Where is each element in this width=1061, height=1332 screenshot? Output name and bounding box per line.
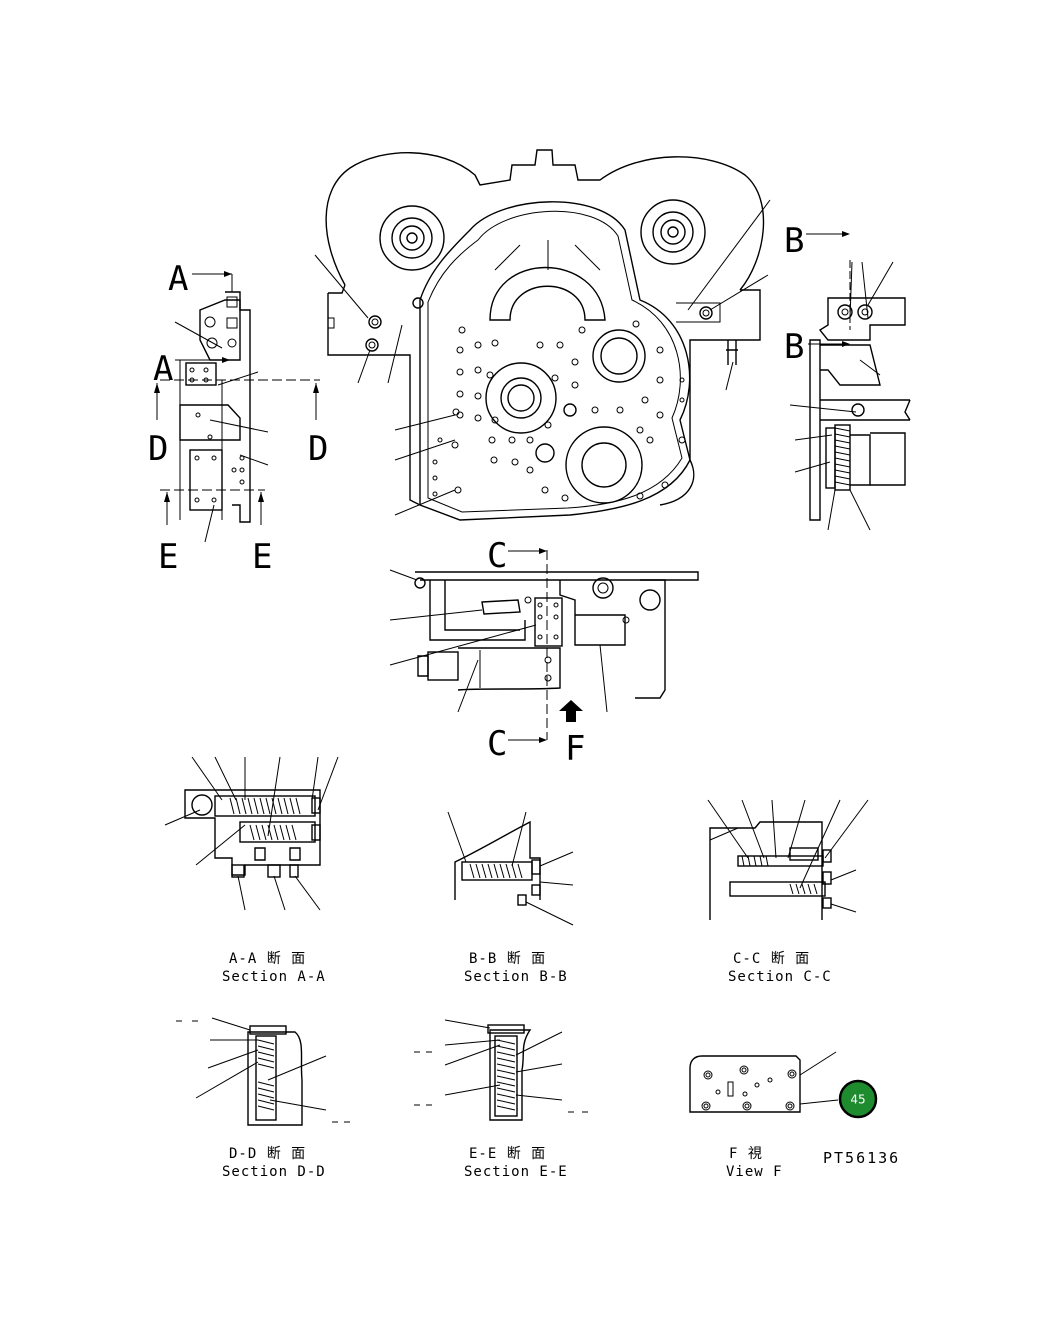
view-f-label: F — [565, 729, 585, 769]
left-side-view: A A D D E E — [148, 259, 328, 577]
part-number-code: PT56136 — [823, 1149, 900, 1167]
right-side-view: B B — [784, 221, 911, 531]
section-aa-drawing: A-A 断 面 Section A-A — [164, 756, 339, 985]
section-dd-caption-jp: D-D 断 面 — [229, 1146, 306, 1162]
view-f-caption-jp: F 視 — [729, 1146, 763, 1162]
section-b-label-top: B — [784, 221, 804, 261]
section-aa-caption-jp: A-A 断 面 — [229, 951, 306, 967]
section-bb-caption-en: Section B-B — [464, 969, 568, 985]
lower-plan-view: C C F — [389, 536, 699, 769]
section-ee-drawing: E-E 断 面 Section E-E — [414, 1019, 588, 1180]
section-cc-drawing: C-C 断 面 Section C-C — [707, 799, 869, 985]
view-f-drawing: F 視 View F — [689, 1051, 839, 1180]
section-a-label-top: A — [168, 259, 188, 299]
section-b-label-bottom: B — [784, 327, 804, 367]
section-aa-caption-en: Section A-A — [222, 969, 326, 985]
section-dd-caption-en: Section D-D — [222, 1164, 326, 1180]
section-cc-caption-en: Section C-C — [728, 969, 832, 985]
section-dd-drawing: D-D 断 面 Section D-D — [176, 1017, 350, 1180]
section-c-label-bottom: C — [487, 724, 507, 764]
page-number-badge-label: 45 — [850, 1093, 865, 1107]
section-a-label-bottom: A — [153, 349, 173, 389]
section-e-label-left: E — [158, 537, 178, 577]
section-e-label-right: E — [252, 537, 272, 577]
section-ee-caption-jp: E-E 断 面 — [469, 1146, 546, 1162]
page-number-badge[interactable]: 45 — [838, 1079, 878, 1119]
section-bb-drawing: B-B 断 面 Section B-B — [447, 811, 574, 985]
view-f-caption-en: View F — [726, 1164, 783, 1180]
section-ee-caption-en: Section E-E — [464, 1164, 568, 1180]
section-c-label-top: C — [487, 536, 507, 576]
section-cc-caption-jp: C-C 断 面 — [733, 951, 810, 967]
section-bb-caption-jp: B-B 断 面 — [469, 951, 546, 967]
section-d-label-left: D — [148, 429, 168, 469]
main-front-view — [314, 149, 771, 521]
section-d-label-right: D — [308, 429, 328, 469]
